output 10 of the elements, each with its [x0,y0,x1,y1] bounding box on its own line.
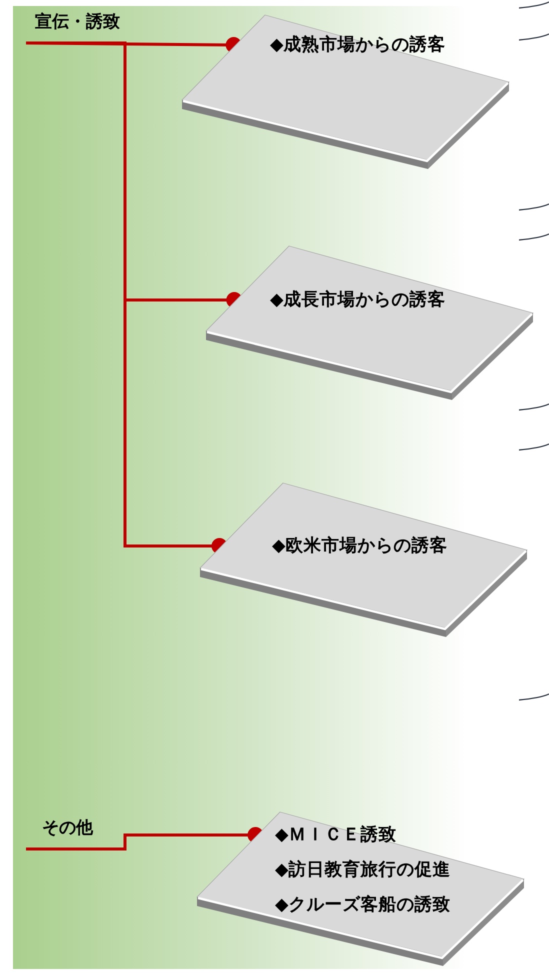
category-label: 宣伝・誘致 [35,12,120,32]
category-label: その他 [42,818,93,838]
item-text: ◆成長市場からの誘客 [270,290,446,310]
item-text: ◆訪日教育旅行の促進 [275,860,450,880]
item-text: ◆ＭＩＣＥ誘致 [275,825,396,845]
item-text: ◆クルーズ客船の誘致 [275,895,450,915]
connector-line [26,827,264,850]
item-text: ◆欧米市場からの誘客 [272,536,448,556]
item-text: ◆成熟市場からの誘客 [270,35,446,55]
connector-line [26,42,228,554]
